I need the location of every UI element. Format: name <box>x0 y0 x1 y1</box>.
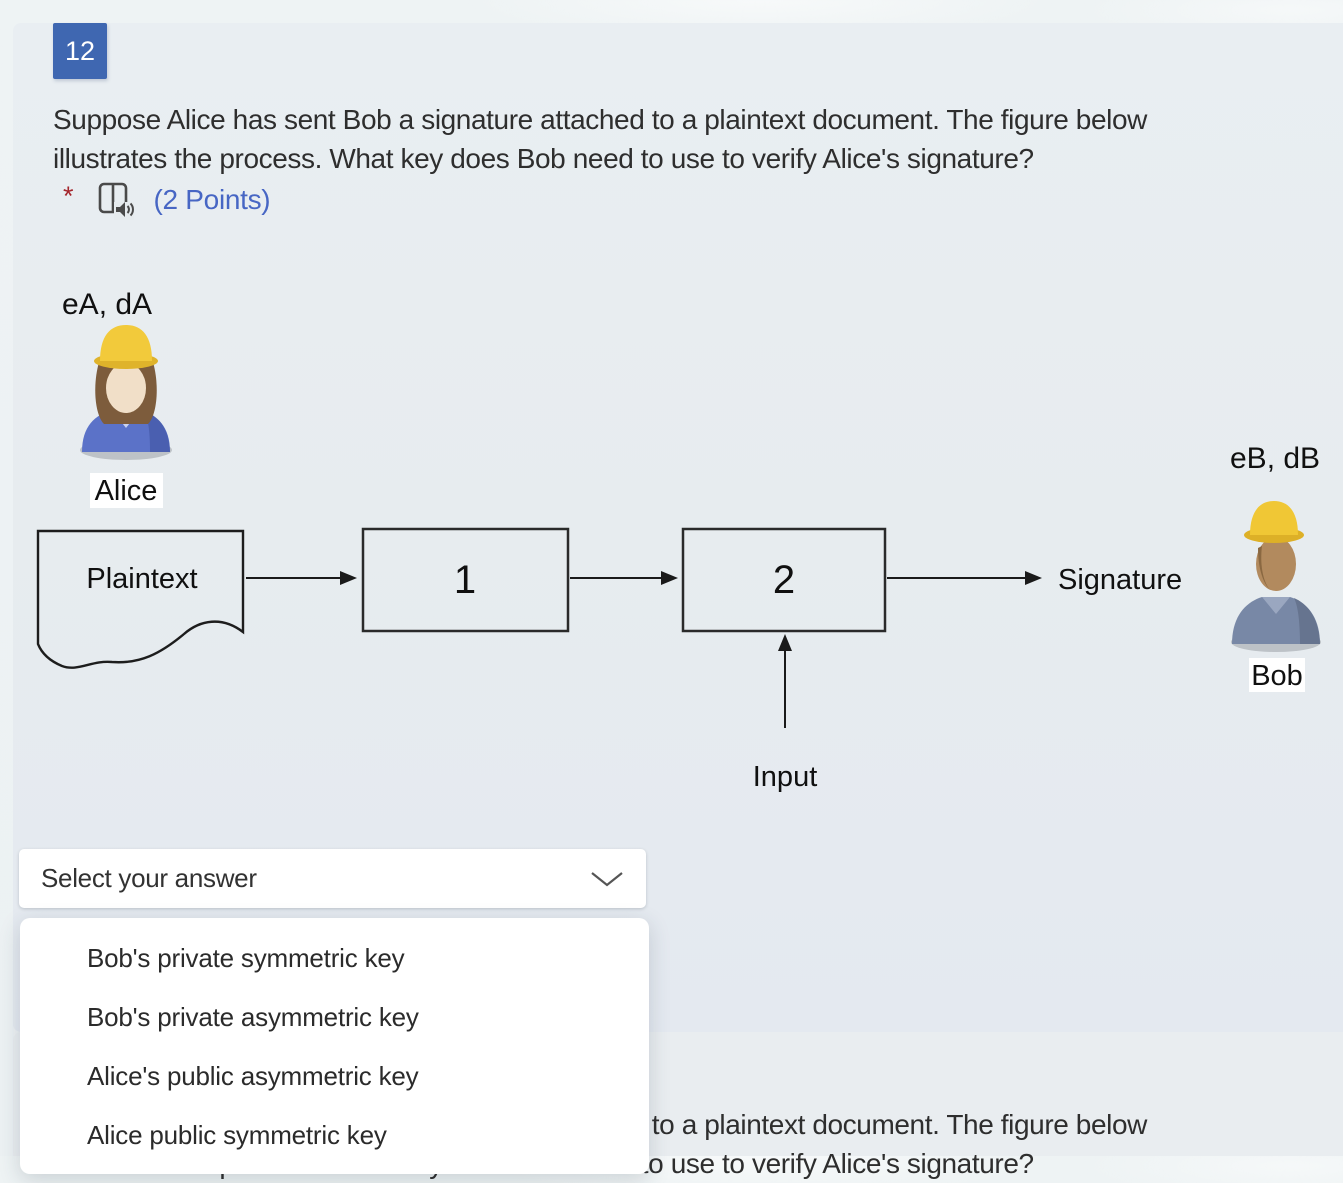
bob-name-chip <box>1249 658 1305 692</box>
answer-options-panel: Bob's private symmetric key Bob's privat… <box>20 918 649 1174</box>
alice-keys-label: eA, dA <box>62 288 152 321</box>
signature-process-diagram: eA, dA Alice Plaintext 1 <box>36 288 1321 793</box>
arrow-box2-to-signature <box>887 571 1042 585</box>
option-alices-public-asymmetric-key[interactable]: Alice's public asymmetric key <box>87 1061 419 1091</box>
question-text-line1: Suppose Alice has sent Bob a signature a… <box>53 104 1147 135</box>
alice-hardhat <box>100 325 152 361</box>
bob-hardhat <box>1250 501 1298 535</box>
question-meta-row: * (2 Points) <box>63 178 271 222</box>
question-text-line2: illustrates the process. What key does B… <box>53 143 1034 174</box>
immersive-reader-icon[interactable] <box>96 180 134 220</box>
option-alice-public-symmetric-key[interactable]: Alice public symmetric key <box>87 1120 387 1150</box>
bob-torso-shade <box>1294 598 1320 644</box>
arrow-input-to-box2 <box>778 634 792 728</box>
alice-name-chip <box>90 473 163 508</box>
option-bobs-private-asymmetric-key[interactable]: Bob's private asymmetric key <box>87 1002 419 1032</box>
select-placeholder: Select your answer <box>41 863 257 893</box>
points-label: (2 Points) <box>153 184 271 215</box>
required-asterisk: * <box>63 180 74 211</box>
process-box-1-label: 1 <box>454 558 476 602</box>
process-box-2 <box>681 527 887 633</box>
bob-collar <box>1262 597 1290 614</box>
bob-face-shade <box>1258 546 1270 590</box>
chevron-down-icon[interactable] <box>590 871 624 887</box>
process-box-1 <box>361 527 570 633</box>
option-bobs-private-symmetric-key[interactable]: Bob's private symmetric key <box>87 943 405 973</box>
input-label: Input <box>753 761 818 793</box>
question-number-badge: 12 <box>53 23 107 79</box>
alice-torso-shade <box>144 411 170 452</box>
bob-keys-label: eB, dB <box>1230 442 1320 475</box>
bob-face <box>1256 537 1296 591</box>
alice-avatar <box>80 325 172 460</box>
arrow-plaintext-to-box1 <box>246 571 357 585</box>
bob-name-label: Bob <box>1251 660 1303 692</box>
answer-select[interactable]: Select your answer <box>19 849 646 908</box>
plaintext-label: Plaintext <box>86 563 197 595</box>
alice-name-label: Alice <box>95 475 158 507</box>
plaintext-document-shape <box>36 529 245 669</box>
process-box-2-label: 2 <box>773 558 795 602</box>
arrow-box1-to-box2 <box>570 571 678 585</box>
bob-avatar <box>1231 501 1321 652</box>
alice-face <box>106 363 146 413</box>
question-text: Suppose Alice has sent Bob a signature a… <box>53 100 1328 178</box>
signature-label: Signature <box>1058 564 1182 596</box>
